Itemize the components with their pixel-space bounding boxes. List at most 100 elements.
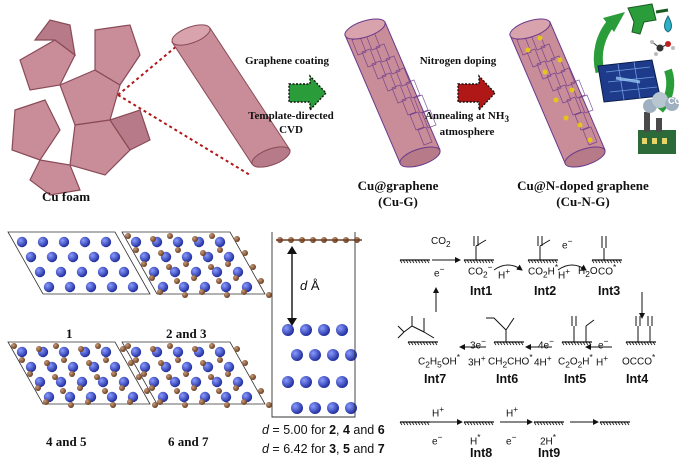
c-atom <box>35 385 41 391</box>
surface-hatch <box>487 259 491 264</box>
step2-method-line2: atmosphere <box>439 126 495 138</box>
surface-hatch <box>576 341 580 346</box>
cu-atom <box>172 236 184 248</box>
surface-hatch <box>411 259 415 264</box>
co2-factory-sub: 2 <box>681 99 686 109</box>
eq2-b: 5 <box>342 442 350 456</box>
cu-atom <box>178 391 190 403</box>
c-atom <box>191 385 197 391</box>
surface-hatch <box>545 421 549 426</box>
step1-label: Graphene coating <box>244 55 330 67</box>
surface-hatch <box>628 341 632 346</box>
cu-atom <box>223 251 235 263</box>
surface-hatch <box>536 259 540 264</box>
side-view-slab <box>271 232 362 418</box>
surface-hatch <box>469 421 473 426</box>
c-atom <box>110 402 116 408</box>
c-atom <box>127 399 133 405</box>
cu-foam-label: Cu foam <box>42 189 91 204</box>
cu-atom <box>55 266 67 278</box>
c-atom <box>94 374 100 380</box>
surface-hatch <box>608 421 612 426</box>
surface-hatch <box>414 421 418 426</box>
surface-hatch <box>539 259 543 264</box>
surface-hatch <box>548 421 552 426</box>
cu-atom <box>220 281 232 293</box>
step2-label: Nitrogen doping <box>419 55 497 67</box>
surface-hatch <box>414 259 418 264</box>
eq1-a: 2 <box>329 423 337 437</box>
c-atom <box>175 247 181 253</box>
cu-atom <box>106 281 118 293</box>
cu-atom <box>220 391 232 403</box>
c-atom <box>152 402 158 408</box>
surface-hatch <box>620 421 624 426</box>
c-atom <box>125 233 131 239</box>
c-atom <box>103 357 109 363</box>
c-atom <box>158 360 164 366</box>
cu-atom <box>46 251 58 263</box>
surface-hatch <box>402 259 406 264</box>
cu-atom <box>169 266 181 278</box>
label-and: and <box>52 434 80 449</box>
surface-hatch <box>502 341 506 346</box>
surface-hatch <box>463 259 467 264</box>
molecule-icon <box>650 40 675 56</box>
surface-hatch <box>594 259 598 264</box>
surface-hatch <box>417 421 421 426</box>
surface-hatch <box>637 341 641 346</box>
cu-atom <box>58 236 70 248</box>
c-atom <box>166 264 172 270</box>
cu-atom-side <box>291 349 303 361</box>
surface-hatch <box>617 421 621 426</box>
c-atom <box>150 236 156 242</box>
c-atom <box>234 346 240 352</box>
surface-hatch <box>405 421 409 426</box>
c-atom <box>43 399 49 405</box>
cu-atom <box>76 376 88 388</box>
surface-hatch <box>599 421 603 426</box>
c-atom <box>242 250 248 256</box>
surface-hatch <box>410 341 414 346</box>
c-atom <box>242 360 248 366</box>
cu-atom <box>55 376 67 388</box>
surface-hatch <box>536 421 540 426</box>
n-dopant-atoms <box>525 35 593 143</box>
c-atom <box>27 371 33 377</box>
c-atom <box>36 346 42 352</box>
c-atom <box>216 278 222 284</box>
cu-atom <box>148 266 160 278</box>
surface-hatch <box>606 259 610 264</box>
c-atom <box>192 236 198 242</box>
surface-hatch <box>466 421 470 426</box>
c-atom <box>128 360 134 366</box>
surface-hatch <box>554 421 558 426</box>
c-atom <box>250 374 256 380</box>
surface-hatch <box>420 421 424 426</box>
cu-atom <box>88 251 100 263</box>
surface-hatch <box>402 421 406 426</box>
surface-hatch <box>646 341 650 346</box>
c-atom <box>258 278 264 284</box>
surface-hatch <box>408 421 412 426</box>
c-atom <box>209 343 215 349</box>
co2-factory-text: CO <box>668 96 682 106</box>
surface-hatch <box>539 421 543 426</box>
step1-method-line2: CVD <box>279 124 303 136</box>
label-3: 3 <box>199 326 207 341</box>
surface-hatch <box>542 421 546 426</box>
cu-atom <box>58 346 70 358</box>
surface-hatch <box>605 421 609 426</box>
c-atom <box>144 388 150 394</box>
step2-method-line1: Annealing at NH3 <box>412 110 522 124</box>
cu-atom <box>25 361 37 373</box>
step1-method-line1: Template-directed <box>248 110 334 122</box>
cu-atom <box>190 376 202 388</box>
cu-atom <box>139 251 151 263</box>
c-atom <box>217 357 223 363</box>
cell-outline-6 <box>121 341 266 405</box>
coating-arrow <box>288 74 327 112</box>
surface-hatch <box>634 341 638 346</box>
slab-structures <box>7 231 362 418</box>
surface-hatch <box>609 259 613 264</box>
